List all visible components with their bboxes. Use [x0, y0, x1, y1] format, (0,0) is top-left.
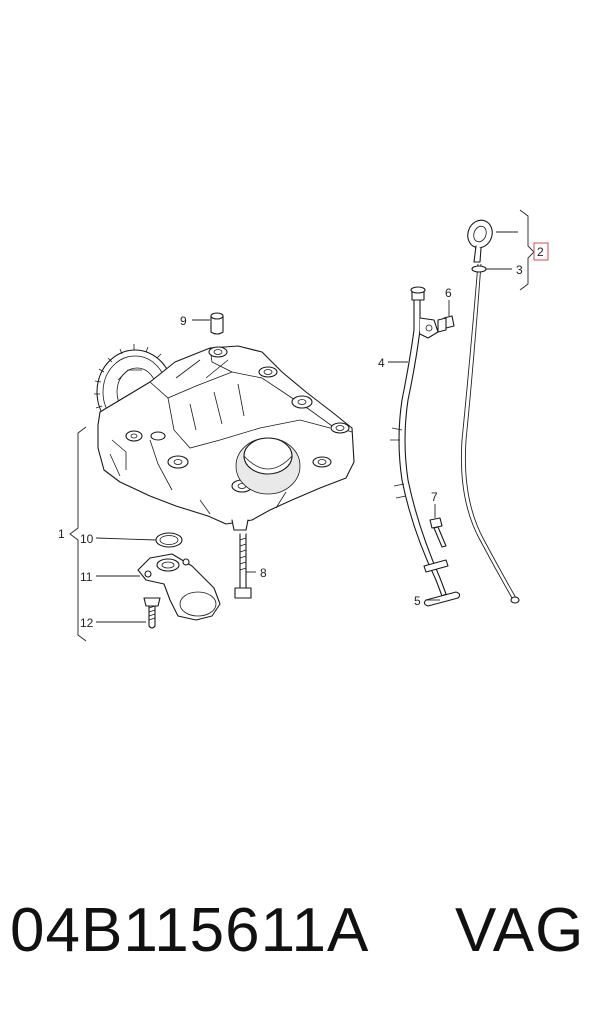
- oil-pump-housing: [94, 344, 355, 531]
- callout-2-highlight[interactable]: 2: [533, 242, 549, 261]
- callout-11: 11: [80, 570, 93, 584]
- leader-lines: [69, 209, 535, 642]
- part-7-bolt: [429, 517, 447, 548]
- part-number: 04B115611A: [10, 896, 370, 965]
- part-9-sleeve: [210, 312, 224, 335]
- part-3-o-ring: [471, 265, 487, 273]
- callout-10: 10: [80, 532, 94, 546]
- brand-name: VAG: [455, 896, 585, 965]
- parts-diagram: 1 9 10 11 12 8 4 6 7 5 3 2: [58, 209, 549, 642]
- part-2-dipstick: [460, 219, 520, 604]
- part-8-bolt: [234, 533, 252, 599]
- part-5-seal: [423, 591, 461, 607]
- callout-7: 7: [431, 490, 438, 504]
- callout-8: 8: [260, 566, 267, 580]
- part-4-guide-tube: [390, 286, 449, 597]
- callout-2[interactable]: 2: [537, 245, 544, 259]
- part-12-bolt: [143, 597, 161, 629]
- callout-5: 5: [414, 594, 421, 608]
- callout-12: 12: [80, 616, 94, 630]
- callout-6: 6: [445, 286, 452, 300]
- callout-9: 9: [180, 314, 187, 328]
- callout-4: 4: [378, 356, 385, 370]
- callout-labels: 1 9 10 11 12 8 4 6 7 5 3 2: [58, 242, 549, 630]
- callout-1: 1: [58, 527, 65, 541]
- callout-3: 3: [516, 263, 523, 277]
- part-10-o-ring: [155, 532, 183, 548]
- part-6-bolt: [437, 315, 455, 333]
- part-11-suction-pipe: [137, 553, 221, 621]
